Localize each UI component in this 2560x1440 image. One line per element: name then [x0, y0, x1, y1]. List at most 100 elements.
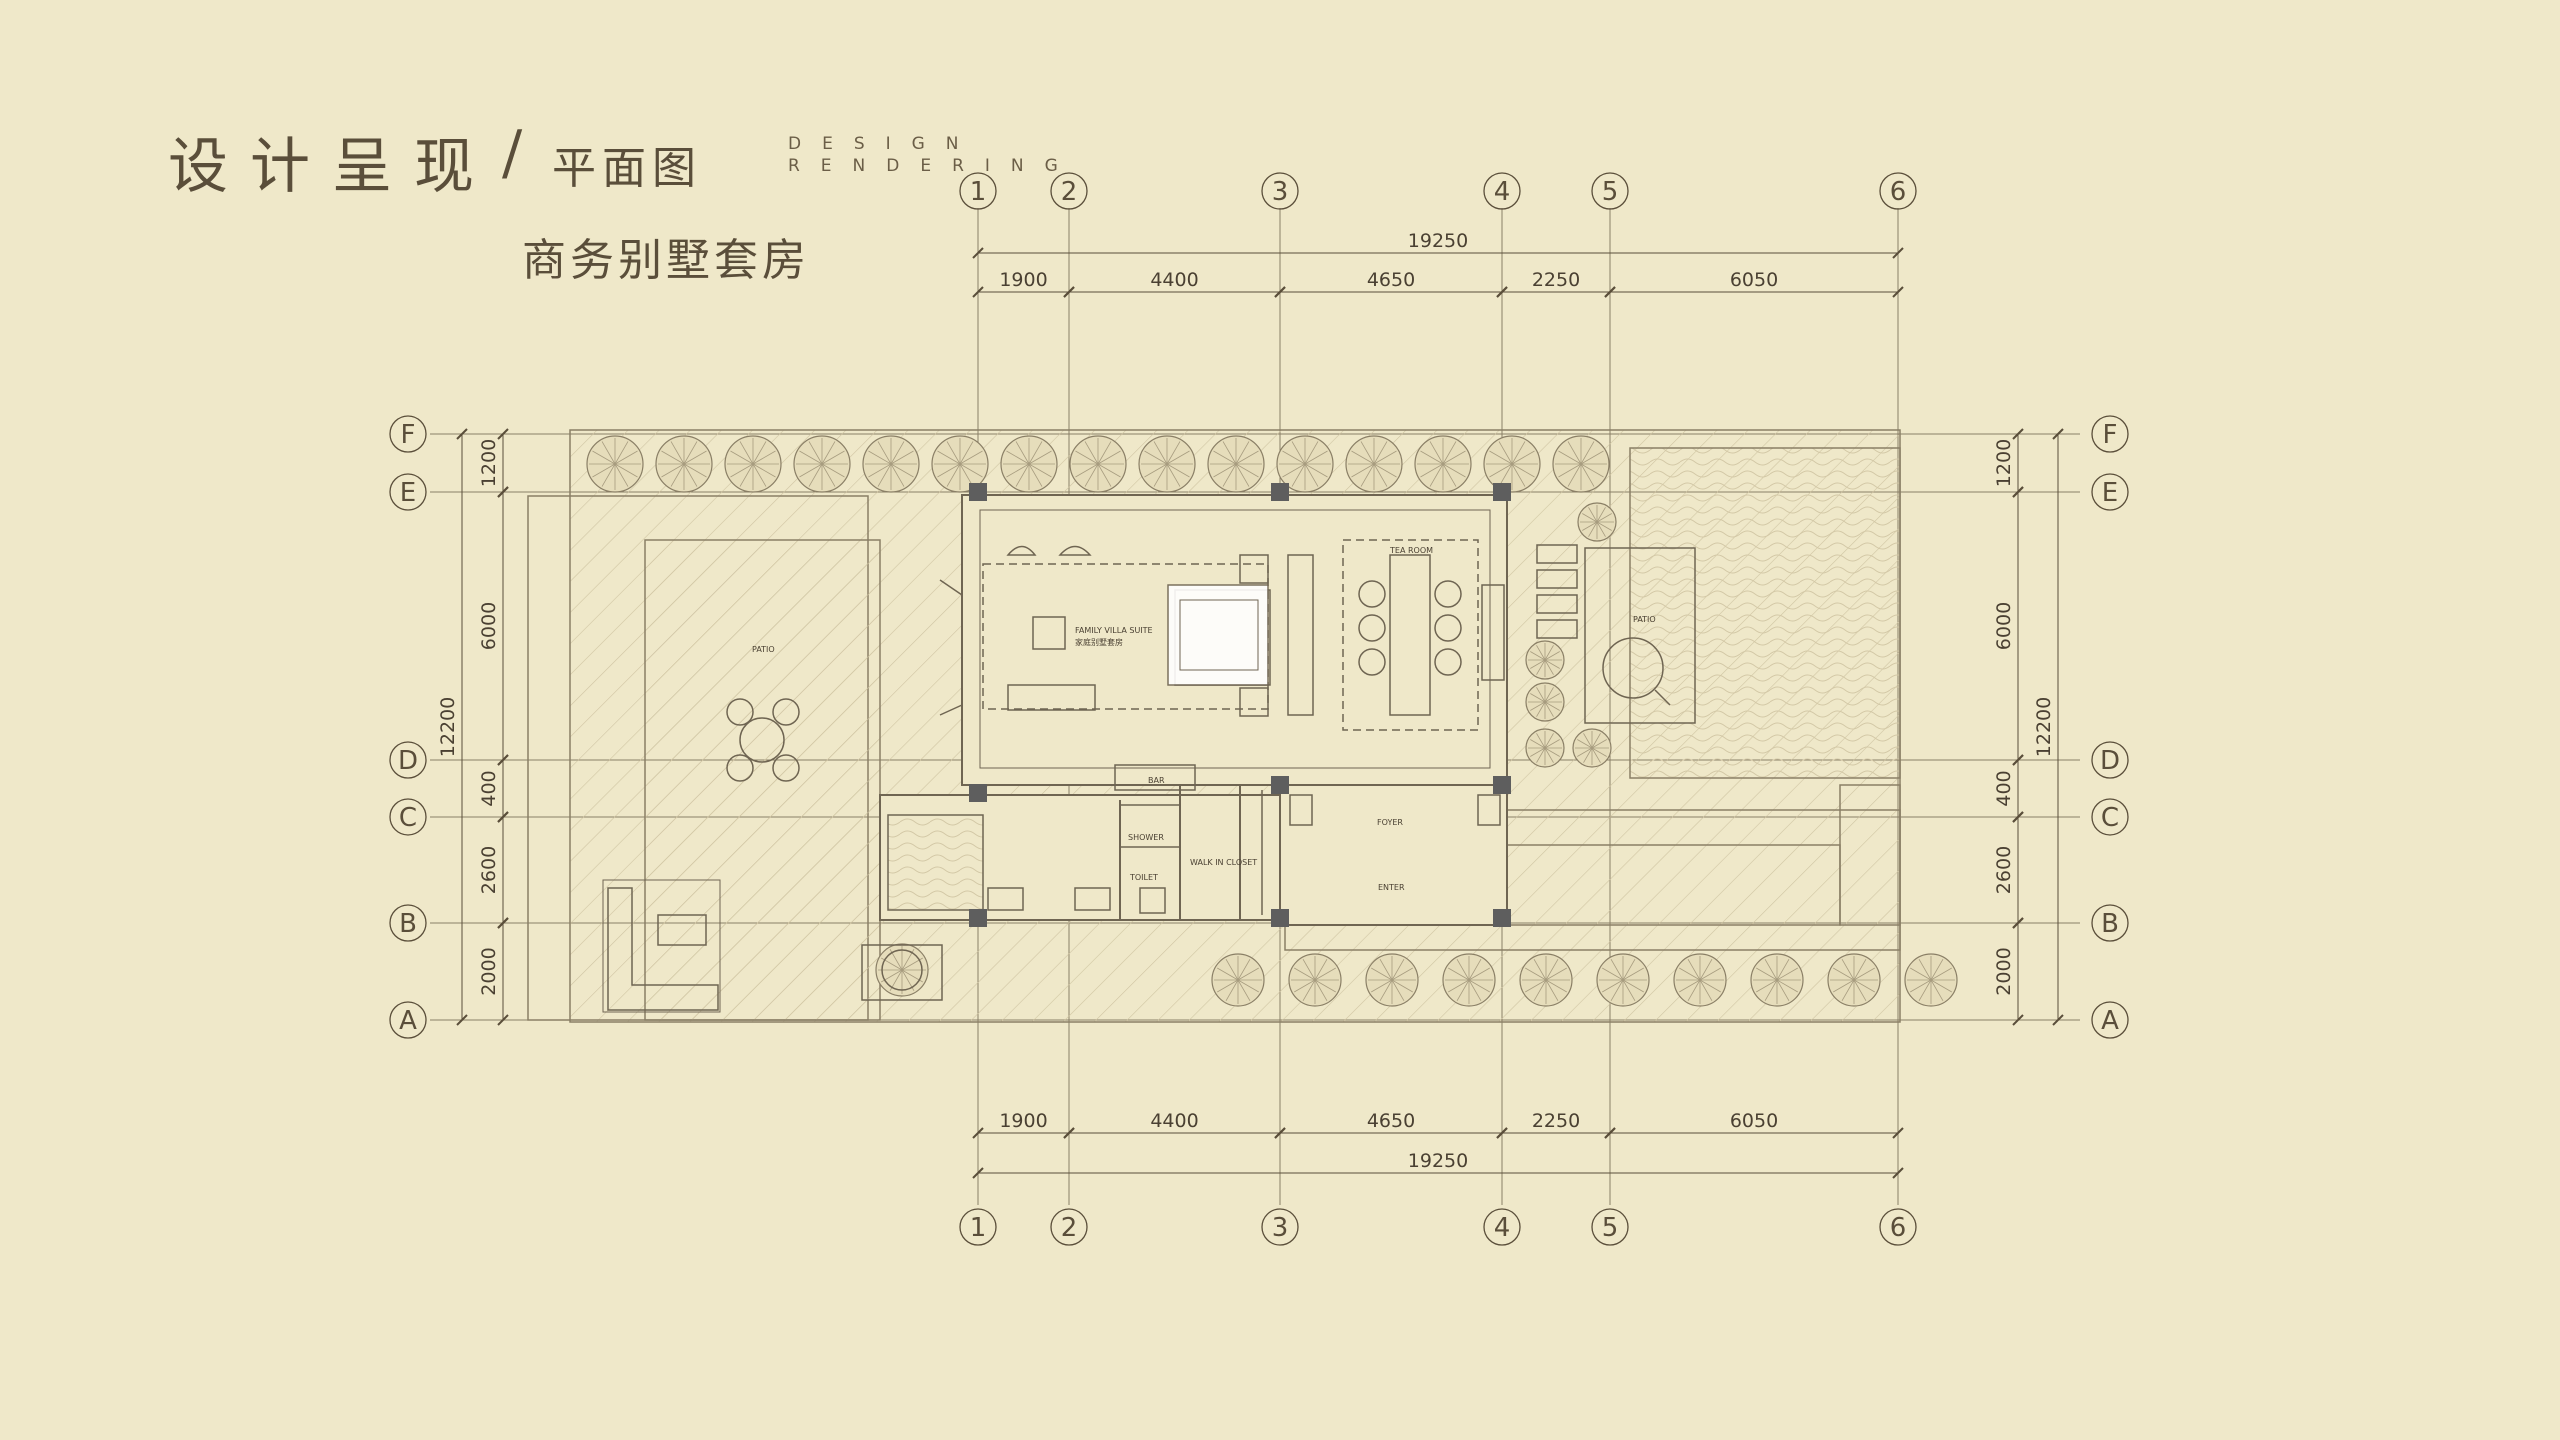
tree-bottom-2 [1288, 953, 1342, 1007]
page-subtitle: 平面图 [552, 143, 702, 194]
dim-top-total-text: 19250 [1408, 230, 1468, 252]
dim-right-span-5-text: 2000 [1993, 947, 2015, 995]
dim-left-span-3-text: 400 [478, 770, 500, 806]
tree-right-5 [1572, 728, 1612, 768]
tree-right-4 [1525, 728, 1565, 768]
bedroom [939, 545, 1314, 717]
dim-right-total-tick-start [2052, 428, 2064, 440]
column-2 [1271, 483, 1289, 501]
row-bubble-right-C-label: C [2101, 803, 2119, 833]
col-bubble-top-3-circle [1261, 172, 1299, 210]
row-bubble-left-D-label: D [398, 746, 418, 776]
column-6 [1493, 776, 1511, 794]
bar-label: BAR [1148, 776, 1165, 785]
dim-left-span-1-tick-start [497, 428, 509, 440]
tree-top-8 [1069, 435, 1127, 493]
tree-bottom-1 [1211, 953, 1265, 1007]
shower-label: SHOWER [1128, 833, 1164, 842]
dim-bottom-span-1-tick-start [972, 1127, 984, 1139]
col-bubble-bottom-2-label: 2 [1061, 1213, 1078, 1243]
enter-label: ENTER [1378, 883, 1405, 892]
tree-bottom-9 [1827, 953, 1881, 1007]
row-bubble-right-E-label: E [2102, 478, 2118, 508]
dim-right-span-2-tick-start [2012, 486, 2024, 498]
row-bubble-right-A-circle [2091, 1001, 2129, 1039]
dim-bottom-span-5-tick-start [1604, 1127, 1616, 1139]
dim-bottom-span-1-text: 1900 [999, 1110, 1047, 1132]
col-bubble-top-6-circle [1879, 172, 1917, 210]
dim-top-span-5-tick-start [1604, 286, 1616, 298]
tree-top-13 [1414, 435, 1472, 493]
dim-left-total-text: 12200 [437, 697, 459, 757]
dim-top-span-1-tick-start [972, 286, 984, 298]
dim-left-span-2-text: 6000 [478, 602, 500, 650]
tree-top-3 [724, 435, 782, 493]
tree-top-14 [1483, 435, 1541, 493]
patio-right-label: PATIO [1633, 615, 1656, 624]
col-bubble-bottom-1-label: 1 [970, 1213, 987, 1243]
dim-right-span-5-tick-start [2012, 917, 2024, 929]
tree-right-1 [1577, 502, 1617, 542]
dim-right-span-3-text: 400 [1993, 770, 2015, 806]
dim-left-total-tick-end [456, 1014, 468, 1026]
row-bubble-right-C-circle [2091, 798, 2129, 836]
dim-top-span-2-text: 4400 [1150, 269, 1198, 291]
row-bubble-left-A-circle [389, 1001, 427, 1039]
tree-bottom-5 [1519, 953, 1573, 1007]
dim-top-total-tick-start [972, 247, 984, 259]
col-bubble-top-4-label: 4 [1494, 177, 1511, 207]
tree-right-2 [1525, 640, 1565, 680]
row-bubble-right-D-circle [2091, 741, 2129, 779]
dim-right-span-2-text: 6000 [1993, 602, 2015, 650]
patio-left-furniture [726, 698, 800, 782]
room-type-title: 商务别墅套房 [522, 235, 810, 286]
suite-label: FAMILY VILLA SUITE [1075, 626, 1153, 635]
col-bubble-top-4-circle [1483, 172, 1521, 210]
english-title-line2: RENDERING [788, 156, 1079, 176]
tree-bench [875, 943, 929, 997]
dim-top-span-1-text: 1900 [999, 269, 1047, 291]
dim-left-span-4-text: 2600 [478, 846, 500, 894]
column-3 [1493, 483, 1511, 501]
tree-bottom-4 [1442, 953, 1496, 1007]
tree-bottom-7 [1673, 953, 1727, 1007]
dim-top-span-3-tick-start [1274, 286, 1286, 298]
dim-left-span-2-tick-start [497, 486, 509, 498]
dim-right-span-4-tick-start [2012, 811, 2024, 823]
row-bubble-left-C-label: C [399, 803, 417, 833]
row-bubble-left-F-label: F [401, 420, 416, 450]
patio-left-label: PATIO [752, 645, 775, 654]
dim-left-span-5-tick-end [497, 1014, 509, 1026]
suite-label-cn: 家庭别墅套房 [1075, 637, 1123, 647]
outdoor-bench [602, 879, 943, 1013]
tree-top-12 [1345, 435, 1403, 493]
tree-top-10 [1207, 435, 1265, 493]
row-bubble-left-C-circle [389, 798, 427, 836]
dim-bottom-total-tick-end [1892, 1167, 1904, 1179]
col-bubble-bottom-3-label: 3 [1272, 1213, 1289, 1243]
dim-bottom-total-tick-start [972, 1167, 984, 1179]
toilet-label: TOILET [1129, 873, 1158, 882]
row-bubble-right-F-circle [2091, 415, 2129, 453]
dim-left-span-4-tick-start [497, 811, 509, 823]
dim-left-span-5-text: 2000 [478, 947, 500, 995]
tree-top-9 [1138, 435, 1196, 493]
foyer-label: FOYER [1377, 818, 1403, 827]
row-bubble-left-F-circle [389, 415, 427, 453]
tree-top-6 [931, 435, 989, 493]
structural-columns [969, 483, 1511, 927]
page-title: 设计呈现 [168, 132, 496, 202]
col-bubble-top-6-label: 6 [1890, 177, 1907, 207]
column-5 [1271, 776, 1289, 794]
dim-bottom-span-2-text: 4400 [1150, 1110, 1198, 1132]
dim-left-total-tick-start [456, 428, 468, 440]
dim-bottom-total-text: 19250 [1408, 1150, 1468, 1172]
col-bubble-top-2-circle [1050, 172, 1088, 210]
tree-bottom-8 [1750, 953, 1804, 1007]
dim-right-total-text: 12200 [2033, 697, 2055, 757]
row-bubble-left-E-label: E [400, 478, 416, 508]
tree-top-11 [1276, 435, 1334, 493]
dim-top-total-tick-end [1892, 247, 1904, 259]
row-bubble-left-E-circle [389, 473, 427, 511]
